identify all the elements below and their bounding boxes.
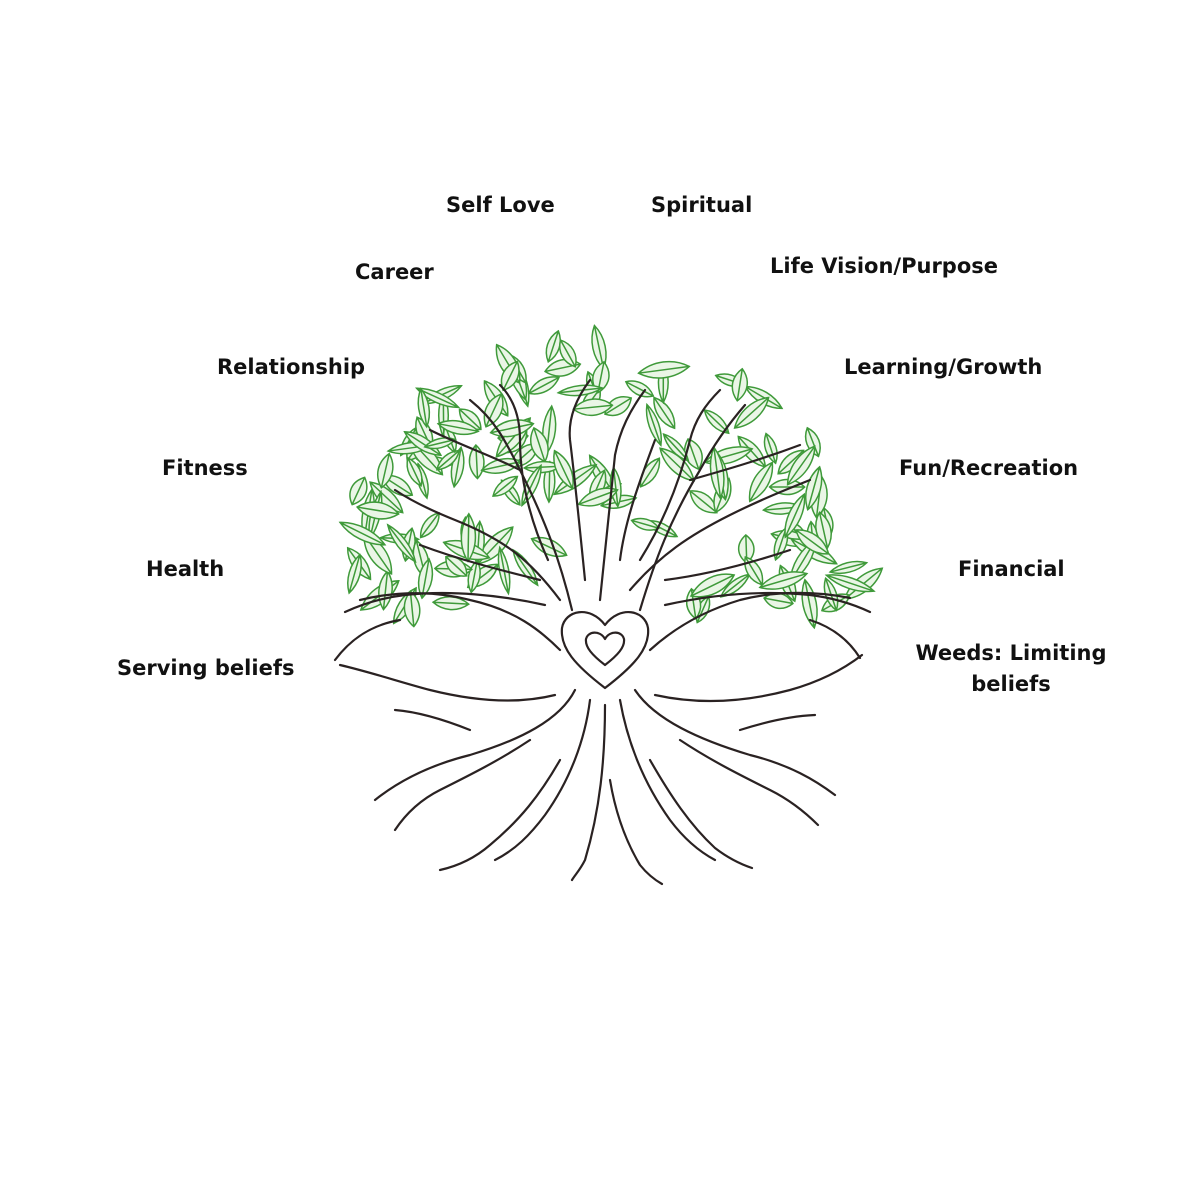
- leaf: [500, 360, 520, 392]
- leaf: [406, 456, 423, 487]
- leaf: [417, 387, 431, 429]
- leaf: [572, 398, 614, 416]
- leaf: [828, 560, 869, 575]
- label-self-love: Self Love: [446, 193, 555, 217]
- leaf: [559, 339, 577, 368]
- leaf: [662, 432, 690, 463]
- leaf: [805, 465, 823, 512]
- leaf: [403, 431, 443, 456]
- leaf: [786, 445, 816, 486]
- leaf: [436, 419, 480, 436]
- leaf: [417, 557, 434, 600]
- leaf: [748, 461, 774, 503]
- label-career: Career: [355, 260, 434, 284]
- leaf: [689, 490, 718, 514]
- leaf: [824, 574, 876, 593]
- leaf: [637, 360, 691, 379]
- leaf: [703, 409, 730, 435]
- leaf: [527, 376, 561, 395]
- leaf: [645, 402, 663, 447]
- leaf: [376, 452, 394, 489]
- leaf: [338, 521, 387, 546]
- leaf: [801, 578, 818, 630]
- leaf: [733, 396, 770, 429]
- leaf: [386, 523, 417, 564]
- label-relationship: Relationship: [217, 355, 366, 379]
- leaf: [689, 573, 736, 598]
- leaf: [624, 380, 655, 398]
- leaf: [719, 573, 751, 598]
- leaf: [795, 529, 830, 555]
- leaf: [347, 553, 362, 595]
- leaf: [435, 449, 461, 471]
- label-life-vision: Life Vision/Purpose: [770, 254, 998, 278]
- leaf: [545, 329, 561, 363]
- label-fun-recreation: Fun/Recreation: [899, 456, 1079, 480]
- leaf: [784, 492, 806, 539]
- leaf: [512, 548, 539, 587]
- leaf: [763, 592, 794, 610]
- leaf: [591, 324, 607, 371]
- leaf: [492, 475, 519, 497]
- leaf: [630, 517, 661, 531]
- leaf: [403, 590, 421, 628]
- leaf: [744, 556, 764, 586]
- leaf: [522, 460, 563, 474]
- trunk-and-branches: [333, 378, 872, 886]
- label-health: Health: [146, 557, 225, 581]
- label-fitness: Fitness: [162, 456, 248, 480]
- leaves: [338, 324, 884, 630]
- label-financial: Financial: [958, 557, 1065, 581]
- leaf: [556, 384, 604, 397]
- leaf: [653, 396, 676, 430]
- leaf: [758, 571, 809, 590]
- leaf: [731, 367, 748, 402]
- leaf: [419, 511, 440, 539]
- label-learning-growth: Learning/Growth: [844, 355, 1043, 379]
- leaf: [530, 426, 549, 463]
- leaf: [768, 478, 806, 496]
- leaf: [639, 457, 661, 488]
- leaf: [349, 476, 368, 506]
- leaf: [480, 457, 523, 474]
- label-weeds-limiting-beliefs: Weeds: Limiting beliefs: [915, 641, 1107, 696]
- leaf: [553, 449, 574, 490]
- label-spiritual: Spiritual: [651, 193, 753, 217]
- leaf: [355, 501, 400, 520]
- label-serving-beliefs: Serving beliefs: [117, 656, 295, 680]
- leaf: [431, 596, 470, 611]
